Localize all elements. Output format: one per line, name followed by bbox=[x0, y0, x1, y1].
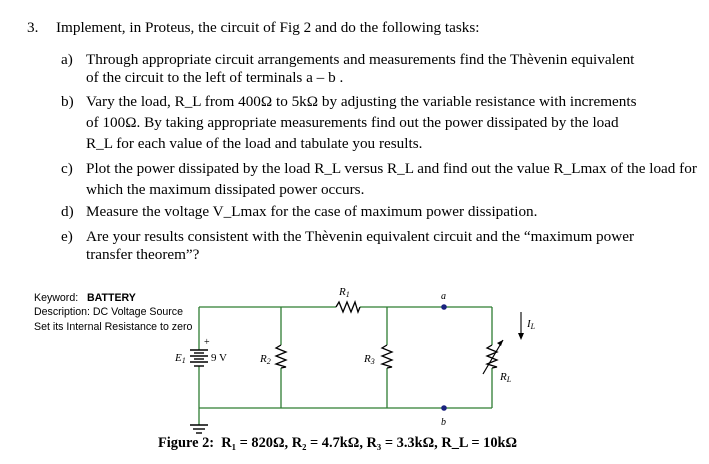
rl-label: RL bbox=[499, 371, 512, 384]
task-b-line-3: R_L for each value of the load and tabul… bbox=[86, 135, 423, 152]
battery-symbol bbox=[190, 349, 208, 367]
keyword-label: Keyword: bbox=[34, 292, 79, 304]
question-number: 3. bbox=[27, 19, 39, 36]
r1-resistor bbox=[335, 300, 361, 314]
description-line: Description: DC Voltage Source bbox=[34, 306, 183, 318]
task-c-line-2: which the maximum dissipated power occur… bbox=[86, 181, 365, 198]
il-label: IL bbox=[526, 318, 536, 331]
task-e-label: e) bbox=[61, 228, 73, 245]
terminal-b-label: b bbox=[441, 417, 446, 428]
task-a-line-1: Through appropriate circuit arrangements… bbox=[86, 51, 635, 68]
terminal-a-node bbox=[441, 304, 447, 310]
task-b-line-1: Vary the load, R_L from 400Ω to 5kΩ by a… bbox=[86, 93, 637, 110]
task-a-line-2: of the circuit to the left of terminals … bbox=[86, 69, 344, 86]
task-c-label: c) bbox=[61, 160, 73, 177]
terminal-b-node bbox=[441, 405, 447, 411]
ground-icon bbox=[190, 424, 208, 434]
caption-values: R₁ = 820Ω, R₂ = 4.7kΩ, R₃ = 3.3kΩ, R_L =… bbox=[221, 435, 518, 451]
task-b-line-2: of 100Ω. By taking appropriate measureme… bbox=[86, 114, 619, 131]
r2-label: R2 bbox=[259, 353, 271, 366]
task-c-line-1: Plot the power dissipated by the load R_… bbox=[86, 160, 697, 177]
task-d-label: d) bbox=[61, 203, 74, 220]
r3-label: R3 bbox=[363, 353, 375, 366]
keyword-line: Keyword: BATTERY bbox=[34, 291, 136, 305]
task-a-label: a) bbox=[61, 51, 73, 68]
r2-resistor bbox=[274, 344, 288, 369]
r1-label: R1 bbox=[338, 286, 350, 299]
plus-sign: + bbox=[204, 337, 210, 348]
terminal-a-label: a bbox=[441, 291, 446, 302]
caption-prefix: Figure 2: bbox=[158, 435, 215, 451]
task-e-line-1: Are your results consistent with the Thè… bbox=[86, 228, 635, 245]
instruction-line: Set its Internal Resistance to zero bbox=[34, 321, 193, 333]
source-value: 9 V bbox=[211, 352, 227, 364]
rl-variable-arrow bbox=[482, 339, 504, 375]
r3-resistor bbox=[380, 344, 394, 369]
task-e-line-2: transfer theorem”? bbox=[86, 246, 200, 263]
task-b-label: b) bbox=[61, 93, 74, 110]
question-intro: Implement, in Proteus, the circuit of Fi… bbox=[56, 19, 480, 36]
keyword-value: BATTERY bbox=[87, 292, 136, 304]
e1-label: E1 bbox=[174, 352, 186, 365]
figure-caption: Figure 2: R₁ = 820Ω, R₂ = 4.7kΩ, R₃ = 3.… bbox=[158, 435, 517, 452]
task-d-line-1: Measure the voltage V_Lmax for the case … bbox=[86, 203, 538, 220]
